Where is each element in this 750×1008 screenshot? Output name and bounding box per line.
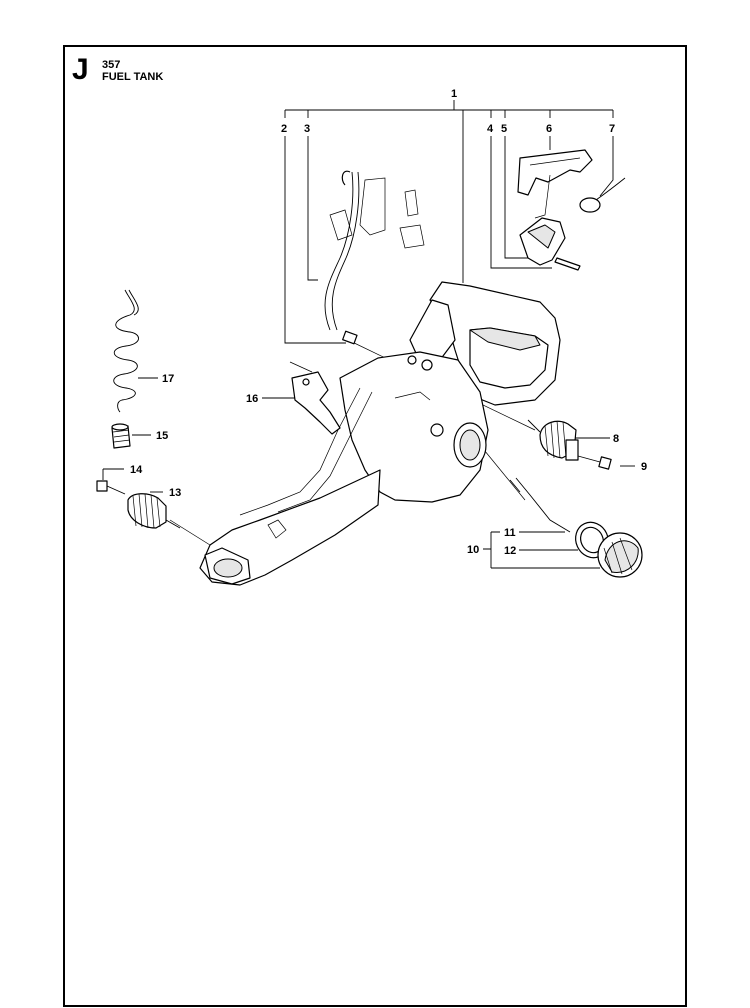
fuel-filter-15 bbox=[111, 423, 131, 449]
section-title: FUEL TANK bbox=[102, 71, 164, 83]
callout-2: 2 bbox=[281, 123, 287, 135]
section-letter: J bbox=[72, 53, 89, 86]
callout-13: 13 bbox=[169, 487, 181, 499]
callout-16: 16 bbox=[246, 393, 258, 405]
av-spring-8 bbox=[527, 419, 579, 461]
callout-5: 5 bbox=[501, 123, 507, 135]
callout-14: 14 bbox=[130, 464, 143, 476]
callout-8: 8 bbox=[613, 433, 619, 445]
callout-10: 10 bbox=[467, 544, 479, 556]
model-number: 357 bbox=[102, 59, 121, 71]
av-spring-13 bbox=[127, 493, 181, 529]
callout-9: 9 bbox=[641, 461, 647, 473]
diagram-frame bbox=[63, 45, 687, 1007]
callout-1: 1 bbox=[451, 88, 457, 100]
fuel-hose bbox=[324, 170, 425, 345]
callout-12: 12 bbox=[504, 545, 516, 557]
callout-3: 3 bbox=[304, 123, 310, 135]
callout-11: 11 bbox=[504, 527, 516, 539]
fuel-hose-coil-17 bbox=[113, 289, 139, 413]
screw-9 bbox=[577, 455, 612, 470]
fuel-cap-parts bbox=[509, 477, 643, 578]
fuel-tank-housing bbox=[199, 281, 561, 586]
callout-7: 7 bbox=[609, 123, 615, 135]
small-parts-upper-right bbox=[517, 149, 626, 271]
callout-4: 4 bbox=[487, 123, 494, 135]
callout-6: 6 bbox=[546, 123, 552, 135]
screw-14 bbox=[96, 480, 126, 495]
callout-15: 15 bbox=[156, 430, 168, 442]
callout-labels: 1 2 3 4 5 6 7 8 9 10 11 12 13 14 15 16 1… bbox=[130, 88, 647, 557]
trigger-16 bbox=[289, 361, 341, 435]
callout-17: 17 bbox=[162, 373, 174, 385]
